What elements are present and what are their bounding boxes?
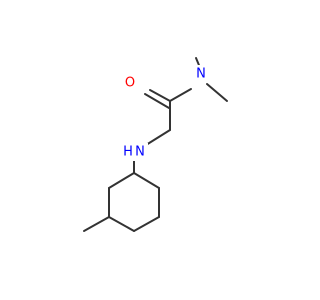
bond-ring-6: [108, 172, 135, 189]
oxygen-atom: O: [122, 74, 138, 92]
bond-ch2-amine-n: [145, 129, 171, 146]
amide-nitrogen-atom: N: [193, 65, 209, 83]
oxygen-label: O: [125, 76, 135, 91]
amine-hydrogen-label: H: [123, 145, 133, 160]
bond-ring-3: [133, 216, 160, 232]
amide-nitrogen-label: N: [196, 67, 206, 82]
bond-carbonyl-double-2: [144, 93, 170, 109]
bond-carbonyl-amide-n: [169, 88, 192, 102]
structure-diagram: O N H N: [83, 57, 228, 232]
bond-carbonyl-double-1: [149, 89, 171, 102]
bond-ring-methyl: [83, 216, 110, 232]
amine-nitrogen-label: N: [135, 145, 145, 160]
bond-ring-4: [108, 216, 135, 232]
amine-nh-atom: H N: [120, 143, 148, 161]
bond-amide-n-methyl-right: [206, 83, 228, 102]
molecule-canvas: O N H N: [83, 57, 228, 232]
bond-ring-1: [133, 172, 160, 189]
